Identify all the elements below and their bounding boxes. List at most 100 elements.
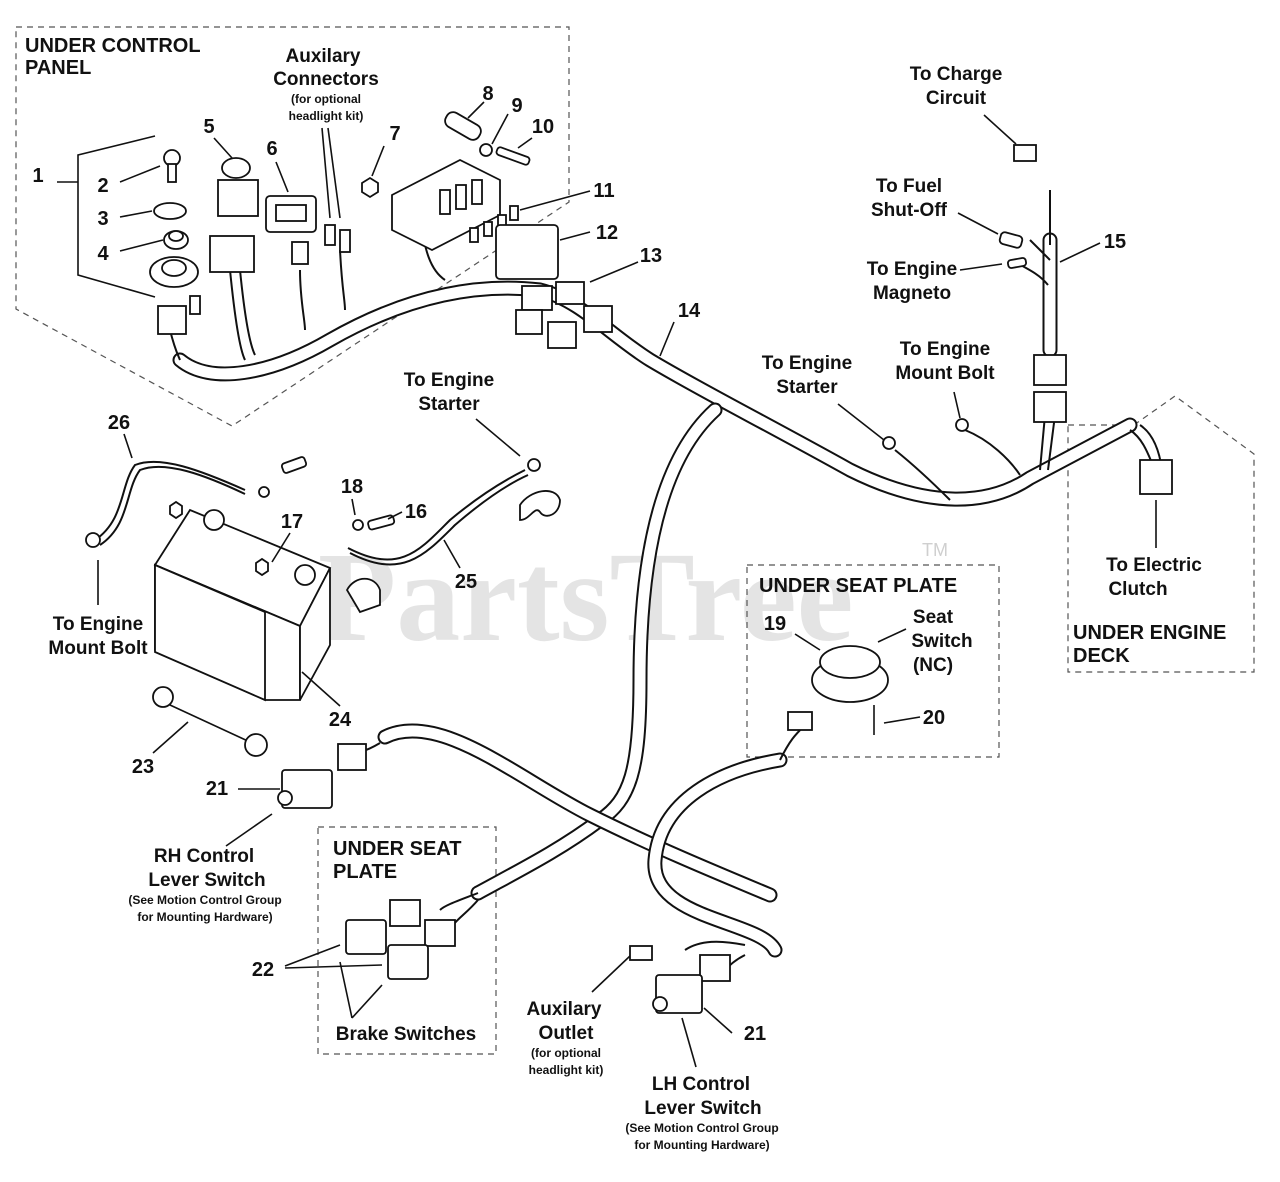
fuse-2 [483, 221, 493, 237]
under-seat-plate-box-left [317, 826, 497, 1055]
rh-lever-switch-plunger [277, 790, 293, 806]
charge-connector [1013, 144, 1037, 162]
connector-24 [337, 743, 367, 771]
seat-switch-line1: Seat [913, 607, 954, 628]
to-engine-starter-left-line2: Starter [418, 394, 480, 415]
aux-connectors-line2: Connectors [273, 69, 379, 90]
rh-control-line1: RH Control [154, 846, 254, 867]
part-number-13: 13 [640, 245, 662, 267]
bolt-left [280, 456, 308, 474]
battery [153, 508, 332, 702]
part-number-18: 18 [341, 476, 363, 498]
part-number-26: 26 [108, 412, 130, 434]
brake-switches-label: Brake Switches [336, 1024, 476, 1045]
small-connector [189, 295, 201, 315]
lh-control-note-line2: for Mounting Hardware) [634, 1138, 769, 1152]
to-fuel-shutoff-line1: To Fuel [876, 176, 942, 197]
aux-connectors-line1: Auxilary [286, 46, 361, 67]
to-engine-magneto-line1: To Engine [867, 259, 957, 280]
nut-left [169, 500, 183, 520]
seat-switch [811, 645, 889, 703]
part-number-16: 16 [405, 501, 427, 523]
part-number-23: 23 [132, 756, 154, 778]
part-number-1: 1 [32, 165, 43, 187]
fuse-1 [469, 227, 479, 243]
terminal-boot-upper [519, 490, 561, 521]
section-under-engine-deck-line1: UNDER ENGINE [1073, 622, 1226, 644]
to-engine-mount-bolt-right-line2: Mount Bolt [895, 363, 995, 384]
section-under-seat-plate-left-line1: UNDER SEAT [333, 838, 462, 860]
to-electric-clutch-line1: To Electric [1106, 555, 1202, 576]
magneto-plug [1007, 257, 1027, 269]
brake-connector-b [424, 919, 456, 947]
aux-outlet-note-line1: (for optional [531, 1046, 601, 1060]
connector-13c [515, 309, 543, 335]
thin-wires [94, 190, 1163, 971]
key-switch-nut [163, 230, 189, 250]
rh-lever-switch [281, 769, 333, 809]
part-number-15: 15 [1104, 231, 1126, 253]
part-number-5: 5 [203, 116, 214, 138]
fuse-4 [509, 205, 519, 221]
connector-13b [555, 281, 585, 305]
bolt-16 [367, 514, 396, 531]
connector-13e [583, 305, 613, 333]
watermark-tm: TM [922, 540, 948, 560]
terminal-boot-lower [345, 577, 381, 614]
to-engine-starter-right-line2: Starter [776, 377, 838, 398]
hold-down-rod [152, 686, 268, 757]
connector-15-top [1033, 354, 1067, 386]
rh-control-note-line1: (See Motion Control Group [128, 893, 281, 907]
part-number-3: 3 [97, 208, 108, 230]
part-number-21-lh: 21 [744, 1023, 766, 1045]
connector-15-bottom [1033, 391, 1067, 423]
part-number-12: 12 [596, 222, 618, 244]
to-electric-clutch-line2: Clutch [1108, 579, 1167, 600]
part-number-21-rh: 21 [206, 778, 228, 800]
aux-outlet-connector [629, 945, 653, 961]
aux-outlet-note-line2: headlight kit) [529, 1063, 604, 1077]
to-engine-starter-left-line1: To Engine [404, 370, 494, 391]
part-number-19: 19 [764, 613, 786, 635]
connector-13a [521, 285, 553, 311]
lh-control-line2: Lever Switch [644, 1098, 761, 1119]
part-number-10: 10 [532, 116, 554, 138]
aux-connector-a [324, 224, 336, 246]
section-under-control-panel-line2: PANEL [25, 57, 91, 79]
aux-connector-b [339, 229, 351, 253]
fuse-cover [495, 224, 559, 280]
key-icon [163, 149, 181, 183]
parts [85, 111, 1173, 1014]
aux-connectors-note-line1: (for optional [291, 92, 361, 106]
to-engine-starter-right-line1: To Engine [762, 353, 852, 374]
washer [479, 143, 493, 157]
to-fuel-shutoff-line2: Shut-Off [871, 200, 948, 221]
battery-terminal-pos [294, 564, 316, 586]
lh-control-note-line1: (See Motion Control Group [625, 1121, 778, 1135]
part-number-labels: 1 2 3 4 5 6 7 8 9 10 11 12 13 14 15 16 1… [32, 83, 1126, 1045]
ring-terminal-26 [85, 532, 101, 548]
part-number-20: 20 [923, 707, 945, 729]
section-under-control-panel-line1: UNDER CONTROL [25, 35, 201, 57]
to-engine-mount-bolt-left-line2: Mount Bolt [48, 638, 148, 659]
lh-lever-switch-plunger [652, 996, 668, 1012]
part-number-6: 6 [266, 138, 277, 160]
key-switch-cap [153, 202, 187, 220]
connector-13d [547, 321, 577, 349]
ring-terminal-25 [527, 458, 541, 472]
part-number-25: 25 [455, 571, 477, 593]
leader-lines [57, 101, 1157, 1068]
ignition-switch [149, 256, 199, 288]
brake-connector-a [389, 899, 421, 927]
pto-switch [209, 157, 259, 273]
under-seat-plate-box-right [746, 564, 1000, 758]
nut-icon [361, 176, 379, 199]
aux-outlet-line1: Auxilary [527, 999, 602, 1020]
part-number-14: 14 [678, 300, 701, 322]
watermark: PartsTree [318, 526, 853, 668]
brake-switch-b [387, 944, 429, 980]
clutch-connector [1139, 459, 1173, 495]
to-charge-circuit-line2: Circuit [926, 88, 987, 109]
part-number-17: 17 [281, 511, 303, 533]
starter-ring-terminal-right [882, 436, 896, 450]
